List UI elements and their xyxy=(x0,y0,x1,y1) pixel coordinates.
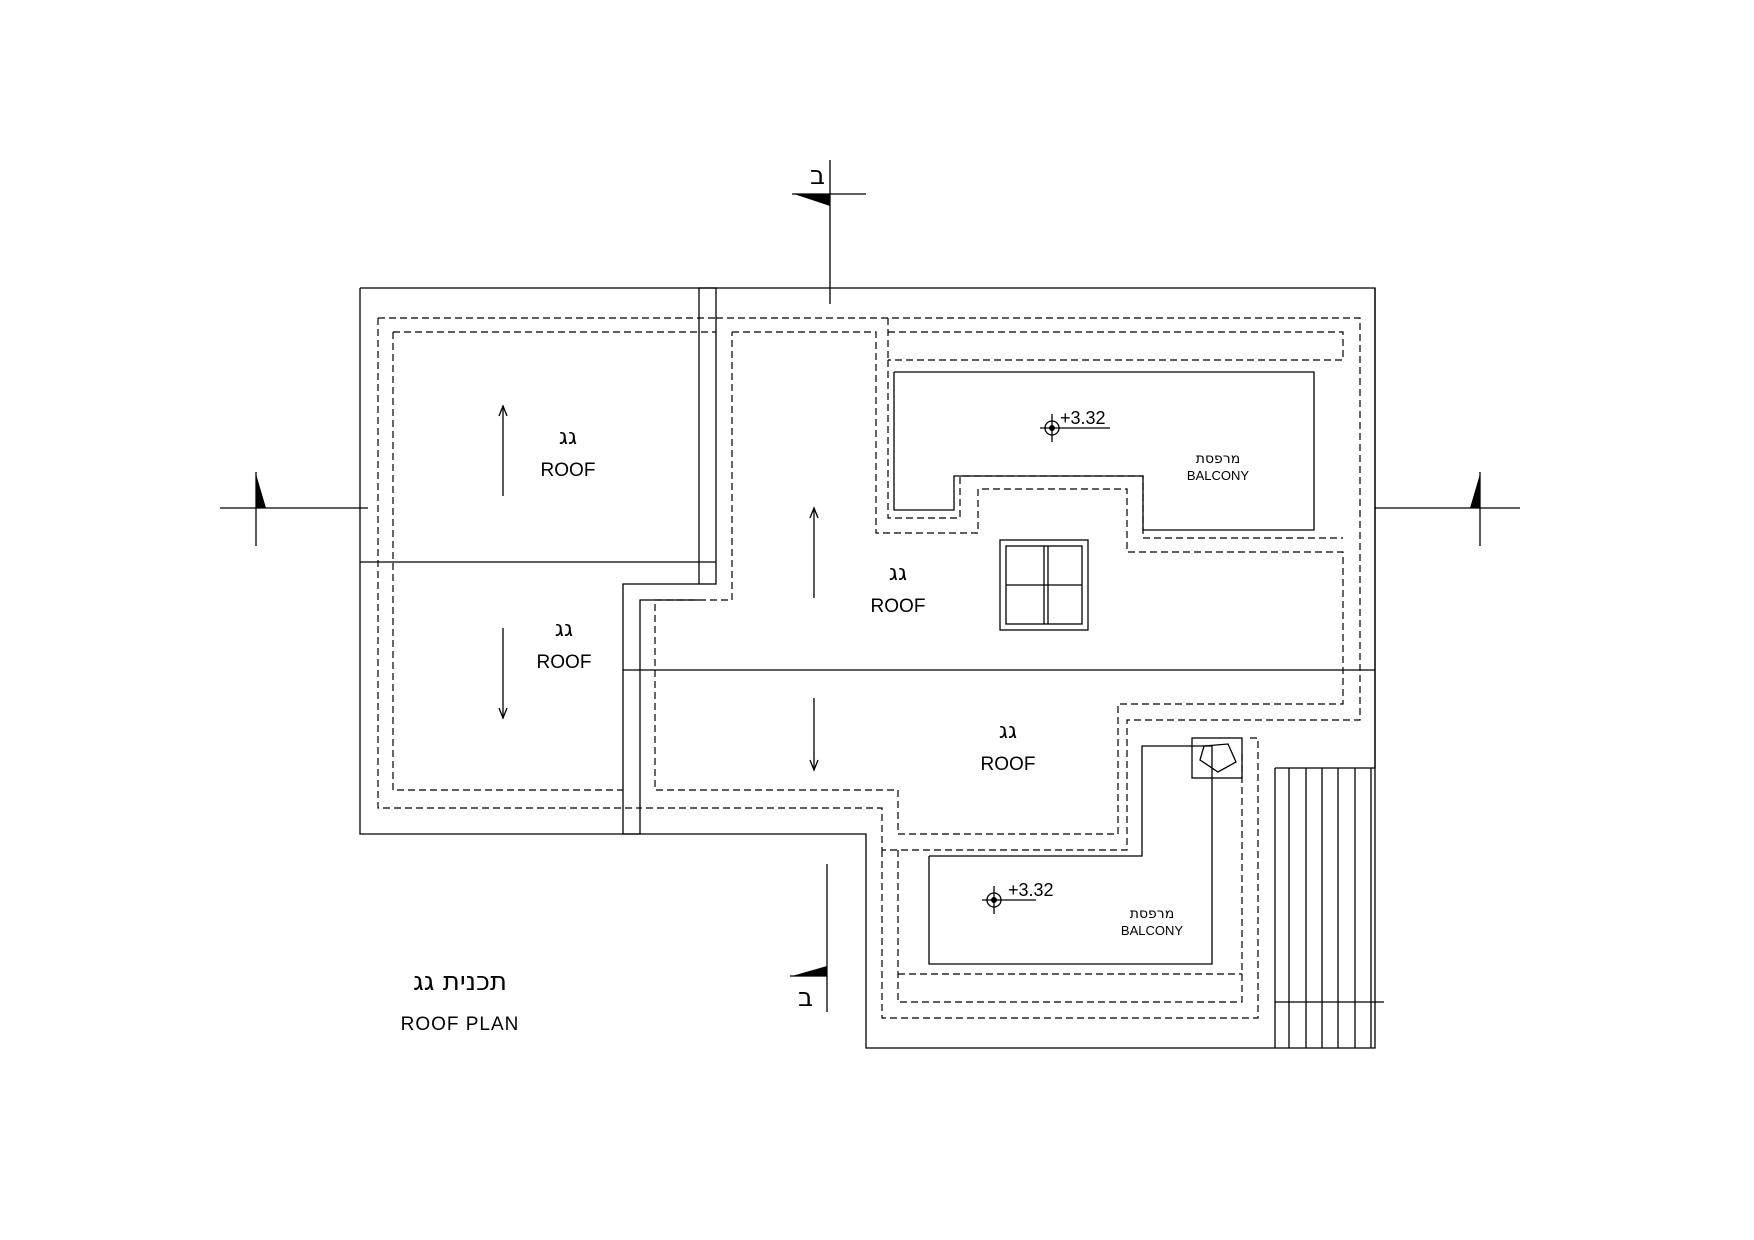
roof-label-hebrew-4: גג xyxy=(999,719,1017,744)
roof-label-hebrew-2: גג xyxy=(555,617,573,642)
lower-balcony-gutter-b xyxy=(897,752,1243,1003)
roof-label-hebrew-3: גג xyxy=(889,561,907,586)
gutter-dashed-center-c xyxy=(888,331,1344,361)
lower-balcony-gutter-a xyxy=(881,737,1259,1019)
section-label-bottom: ב xyxy=(798,983,813,1013)
level-label-upper: +3.32 xyxy=(1060,408,1106,428)
drawing-title-hebrew: תכנית גג xyxy=(413,967,507,997)
balcony-label-hebrew-2: מרפסת xyxy=(1130,906,1174,922)
drawing-title-english: ROOF PLAN xyxy=(401,1014,520,1035)
step-wall xyxy=(622,583,699,835)
gutter-dashed-center-e xyxy=(887,360,1343,539)
level-marker-upper xyxy=(1040,414,1110,442)
gutter-dashed-left-c xyxy=(392,332,623,791)
section-marker-right xyxy=(1375,472,1520,546)
roof-label-english-1: ROOF xyxy=(541,460,596,481)
slope-arrows xyxy=(498,404,819,772)
outer-wall-outline xyxy=(359,287,1376,1049)
roof-label-english-4: ROOF xyxy=(981,754,1036,775)
balcony-label-english-1: BALCONY xyxy=(1187,468,1249,483)
balcony-label-hebrew-1: מרפסת xyxy=(1196,451,1240,467)
gutter-dashed-left-a xyxy=(377,318,640,809)
roof-label-hebrew-1: גג xyxy=(559,425,577,450)
balcony-label-english-2: BALCONY xyxy=(1121,923,1183,938)
section-marker-left xyxy=(220,472,368,546)
drain-box xyxy=(1191,737,1243,779)
roof-label-english-2: ROOF xyxy=(537,652,592,673)
upper-balcony-outline xyxy=(893,371,1315,531)
lower-balcony-outline xyxy=(928,745,1213,965)
drain-icon xyxy=(1199,743,1237,773)
level-label-lower: +3.32 xyxy=(1008,880,1054,900)
section-marker-bottom xyxy=(790,864,828,1012)
gutter-dashed-center-a xyxy=(640,317,1361,851)
section-marker-top xyxy=(792,160,866,304)
roof-label-english-3: ROOF xyxy=(871,596,926,617)
pergola xyxy=(1274,767,1384,1048)
skylight-frame xyxy=(999,539,1089,631)
divider-wall xyxy=(698,287,717,585)
section-label-top: ב xyxy=(810,161,825,191)
level-marker-lower xyxy=(982,886,1036,914)
gutter-dashed-center-b xyxy=(654,331,1344,835)
